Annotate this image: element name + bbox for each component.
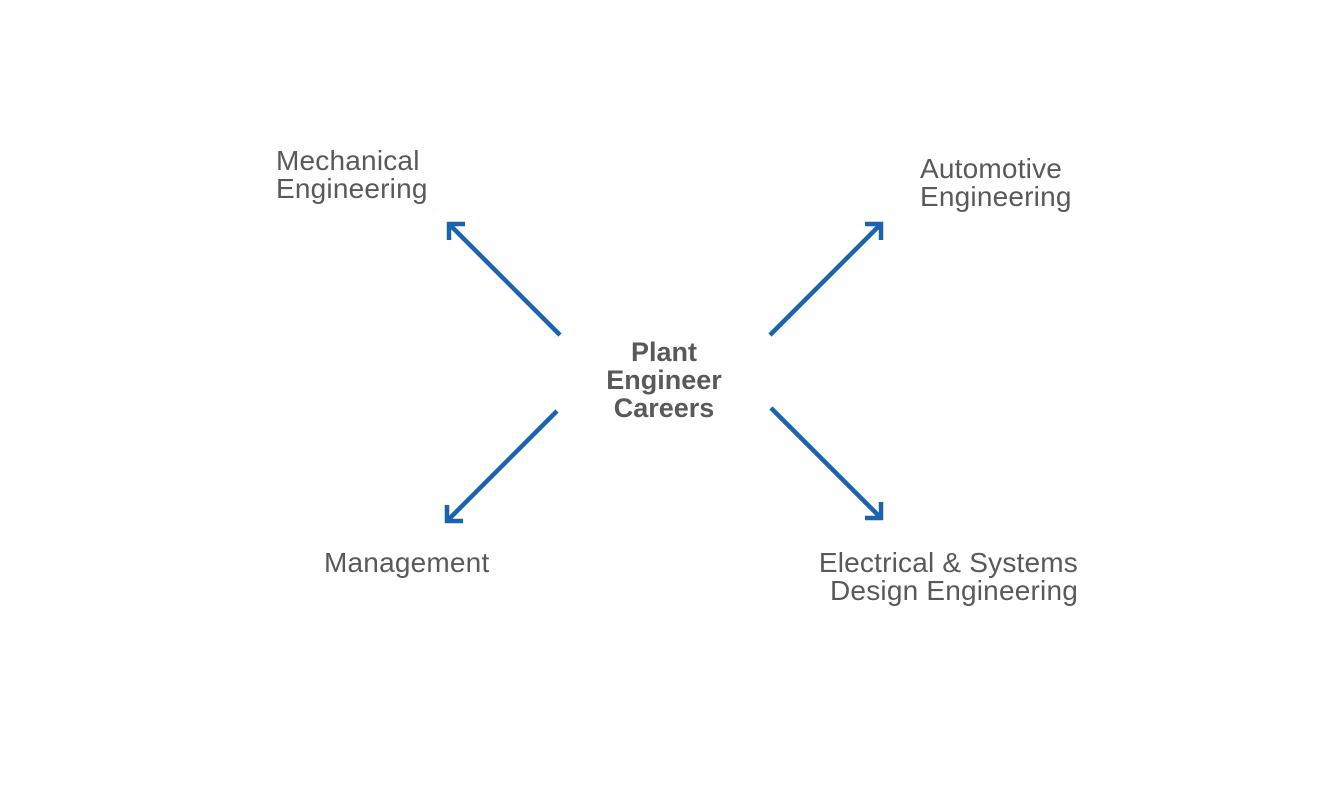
branch-label-line: Mechanical	[276, 145, 420, 176]
branch-label-line: Engineering	[920, 181, 1072, 212]
branch-label-line: Management	[324, 547, 490, 578]
center-label-line-3: Careers	[613, 393, 715, 423]
branch-electrical-systems-design-engineering: Electrical & Systems Design Engineering	[812, 549, 1078, 605]
center-node-label: Plant Engineer Careers	[584, 338, 744, 422]
branch-label-line: Engineering	[276, 173, 428, 204]
branch-label-line: Electrical & Systems	[818, 547, 1078, 578]
arrow-to-automotive	[768, 221, 884, 337]
arrow-to-mechanical	[446, 221, 562, 337]
center-label-line-2: Engineer	[606, 365, 722, 395]
arrow-to-management	[444, 409, 559, 524]
branch-label-line: Design Engineering	[830, 575, 1078, 606]
arrow-to-electrical	[769, 406, 884, 521]
branch-label-line: Automotive	[920, 153, 1063, 184]
branch-management: Management	[324, 549, 489, 577]
branch-mechanical-engineering: Mechanical Engineering	[276, 147, 428, 203]
center-label-line-1: Plant	[630, 337, 697, 367]
branch-automotive-engineering: Automotive Engineering	[920, 155, 1072, 211]
